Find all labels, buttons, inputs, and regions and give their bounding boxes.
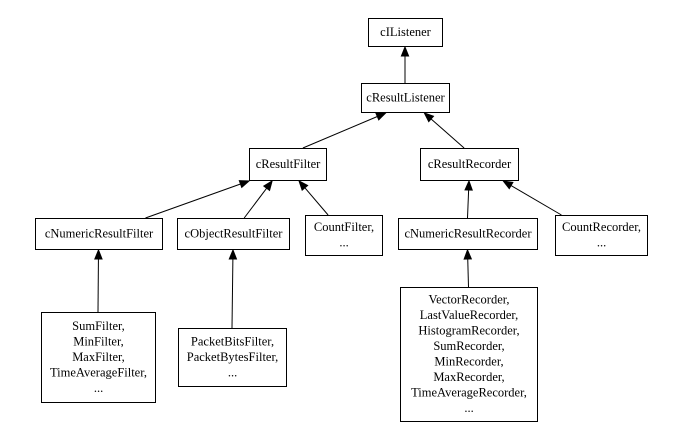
arrowhead-icon xyxy=(228,248,238,260)
node-label-line: ... xyxy=(228,365,237,379)
arrowhead-icon xyxy=(375,112,387,121)
node-numeric-recorders: VectorRecorder,LastValueRecorder, Histogr… xyxy=(400,287,538,422)
node-label-line: TimeAverageRecorder, xyxy=(411,386,527,400)
node-result-listener: cResultListener xyxy=(361,83,450,113)
edge-result-filter-to-result-listener xyxy=(302,112,387,149)
node-label-line: PacketBytesFilter, xyxy=(187,350,279,364)
node-label-line: cIListener xyxy=(380,25,432,39)
node-label-line: cResultRecorder xyxy=(428,157,512,171)
node-box xyxy=(177,218,290,250)
arrowhead-icon xyxy=(463,248,473,260)
node-label-line: ... xyxy=(339,236,348,250)
node-label-line: cObjectResultFilter xyxy=(185,226,284,240)
arrowhead-icon xyxy=(400,45,410,57)
node-label-line: cNumericResultRecorder xyxy=(404,226,532,240)
node-object-result-filter: cObjectResultFilter xyxy=(177,218,290,250)
edge-object-result-filter-to-result-filter xyxy=(243,179,273,219)
edge-line xyxy=(302,116,378,149)
node-box xyxy=(178,328,287,387)
node-label-line: MinFilter, xyxy=(73,334,124,348)
edge-numeric-result-recorder-to-result-recorder xyxy=(464,179,473,219)
node-result-filter: cResultFilter xyxy=(249,148,327,181)
node-result-recorder: cResultRecorder xyxy=(420,148,519,181)
node-label-line: HistogramRecorder, xyxy=(418,324,519,338)
node-label-line: VectorRecorder, xyxy=(428,293,509,307)
edge-line xyxy=(467,189,470,219)
node-label-line: ... xyxy=(464,401,473,415)
node-count-filter: CountFilter,... xyxy=(305,215,383,256)
node-box xyxy=(420,148,519,181)
edge-line xyxy=(430,118,465,149)
node-label-line: SumRecorder, xyxy=(433,339,504,353)
node-box xyxy=(398,218,538,250)
arrowhead-icon xyxy=(94,248,103,260)
node-label-line: SumFilter, xyxy=(72,319,125,333)
node-box xyxy=(249,148,327,181)
edge-line xyxy=(510,185,562,216)
arrowhead-icon xyxy=(298,179,309,192)
node-box xyxy=(555,215,648,256)
node-label-line: ... xyxy=(94,381,103,395)
edge-line xyxy=(243,187,268,219)
node-label-line: cNumericResultFilter xyxy=(45,226,154,240)
node-label-line: cResultListener xyxy=(366,90,445,104)
node-label-line: MaxFilter, xyxy=(72,350,125,364)
edge-numeric-result-filter-to-result-filter xyxy=(145,180,251,219)
node-label-line: CountFilter, xyxy=(314,220,374,234)
node-box xyxy=(368,18,443,47)
edge-count-recorder-to-result-recorder xyxy=(502,180,562,216)
edge-line xyxy=(467,258,469,288)
node-box xyxy=(41,312,156,403)
node-label-line: CountRecorder, xyxy=(562,220,641,234)
edge-line xyxy=(304,187,329,216)
node-numeric-filters: SumFilter,MinFilter, MaxFilter,TimeAverag… xyxy=(41,312,156,403)
node-ilistener: cIListener xyxy=(368,18,443,47)
edge-numeric-recorders-to-numeric-result-recorder xyxy=(463,248,473,288)
edge-numeric-filters-to-numeric-result-filter xyxy=(94,248,103,313)
node-label-line: cResultFilter xyxy=(256,157,321,171)
node-box xyxy=(35,218,163,250)
edge-line xyxy=(145,183,241,219)
node-numeric-result-recorder: cNumericResultRecorder xyxy=(398,218,538,250)
node-packet-filters: PacketBitsFilter, PacketBytesFilter,... xyxy=(178,328,287,387)
node-label-line: MinRecorder, xyxy=(434,355,503,369)
edge-line xyxy=(231,258,234,329)
arrowhead-icon xyxy=(423,112,435,123)
edges xyxy=(94,45,562,329)
arrowhead-icon xyxy=(238,180,251,189)
node-label-line: TimeAverageFilter, xyxy=(50,365,147,379)
node-box xyxy=(361,83,450,113)
arrowhead-icon xyxy=(464,179,473,191)
node-count-recorder: CountRecorder,... xyxy=(555,215,648,256)
arrowhead-icon xyxy=(262,179,273,192)
edge-result-listener-to-ilistener xyxy=(400,45,410,83)
nodes: cIListener cResultListener cResultFilter cR… xyxy=(35,18,648,422)
node-numeric-result-filter: cNumericResultFilter xyxy=(35,218,163,250)
arrowhead-icon xyxy=(502,180,514,190)
node-label-line: ... xyxy=(597,236,606,250)
edge-result-recorder-to-result-listener xyxy=(423,112,465,149)
edge-packet-filters-to-object-result-filter xyxy=(228,248,238,329)
node-label-line: LastValueRecorder, xyxy=(420,308,518,322)
edge-count-filter-to-result-filter xyxy=(298,179,329,216)
node-label-line: PacketBitsFilter, xyxy=(191,334,274,348)
node-box xyxy=(305,215,383,256)
node-label-line: MaxRecorder, xyxy=(433,370,504,384)
node-box xyxy=(400,287,538,422)
